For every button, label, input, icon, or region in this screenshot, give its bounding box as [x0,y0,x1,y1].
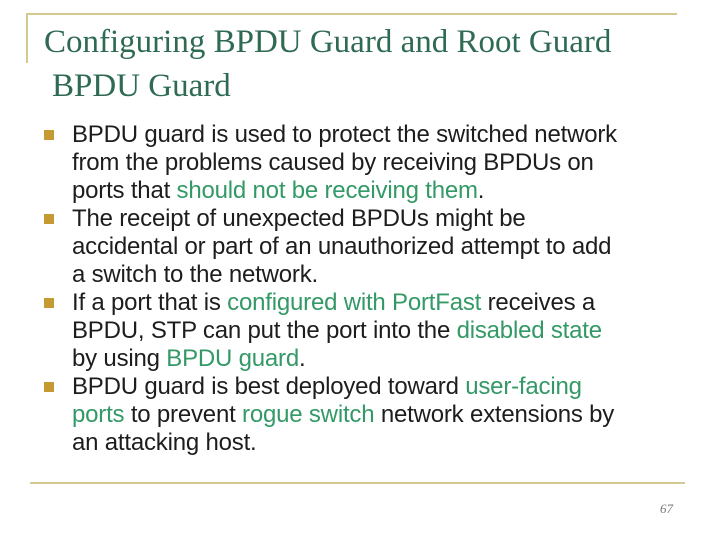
bullet-item: The receipt of unexpected BPDUs might be… [44,205,694,289]
bullet-item: If a port that is configured with PortFa… [44,289,694,373]
bullet-square-icon [44,298,54,308]
body-text: by using [72,345,167,372]
footer-rule [30,482,685,484]
body-text: BPDU guard is best deployed toward [72,373,466,400]
title-top-rule [26,13,677,15]
bullet-item: BPDU guard is used to protect the switch… [44,121,694,205]
body-text: to prevent [124,401,243,428]
bullet-line: BPDU guard is used to protect the switch… [72,121,617,149]
bullet-text: If a port that is configured with PortFa… [72,289,602,373]
highlighted-phrase: user-facing [465,373,582,400]
bullet-text: The receipt of unexpected BPDUs might be… [72,205,611,289]
body-text: network extensions by [374,401,615,428]
bullet-line: ports that should not be receiving them. [72,177,617,205]
highlighted-phrase: BPDU guard [166,345,299,372]
bullet-item: BPDU guard is best deployed toward user-… [44,373,694,457]
highlighted-phrase: should not be receiving them [176,177,478,204]
bullet-line: The receipt of unexpected BPDUs might be [72,205,611,233]
bullet-line: from the problems caused by receiving BP… [72,149,617,177]
bullet-line: a switch to the network. [72,261,611,289]
highlighted-phrase: ports [72,401,125,428]
bullet-line: BPDU guard is best deployed toward user-… [72,373,614,401]
slide-subtitle: BPDU Guard [52,68,231,104]
bullet-line: ports to prevent rogue switch network ex… [72,401,614,429]
body-text: The receipt of unexpected BPDUs might be [72,205,526,232]
body-text: a switch to the network. [72,261,318,288]
bullet-line: BPDU, STP can put the port into the disa… [72,317,602,345]
title-left-rule [26,13,28,63]
body-text: receives a [481,289,596,316]
title-block: Configuring BPDU Guard and Root Guard BP… [44,20,694,108]
highlighted-phrase: configured with PortFast [227,289,482,316]
bullet-square-icon [44,382,54,392]
body-text: ports that [72,177,177,204]
body-text: an attacking host. [72,429,257,456]
bullet-line: by using BPDU guard. [72,345,602,373]
highlighted-phrase: disabled state [456,317,603,344]
body-text: BPDU, STP can put the port into the [72,317,457,344]
bullet-square-icon [44,214,54,224]
body-text: BPDU guard is used to protect the switch… [72,121,617,148]
slide-title: Configuring BPDU Guard and Root Guard [44,24,612,60]
bullet-square-icon [44,130,54,140]
bullet-list: BPDU guard is used to protect the switch… [44,121,694,457]
bullet-line: accidental or part of an unauthorized at… [72,233,611,261]
body-text: . [299,345,306,372]
page-number: 67 [660,501,673,516]
bullet-line: an attacking host. [72,429,614,457]
body-text: accidental or part of an unauthorized at… [72,233,612,260]
body-text: If a port that is [72,289,228,316]
body-text: from the problems caused by receiving BP… [72,149,594,176]
bullet-text: BPDU guard is best deployed toward user-… [72,373,614,457]
highlighted-phrase: rogue switch [242,401,375,428]
bullet-line: If a port that is configured with PortFa… [72,289,602,317]
bullet-text: BPDU guard is used to protect the switch… [72,121,617,205]
body-text: . [477,177,485,204]
